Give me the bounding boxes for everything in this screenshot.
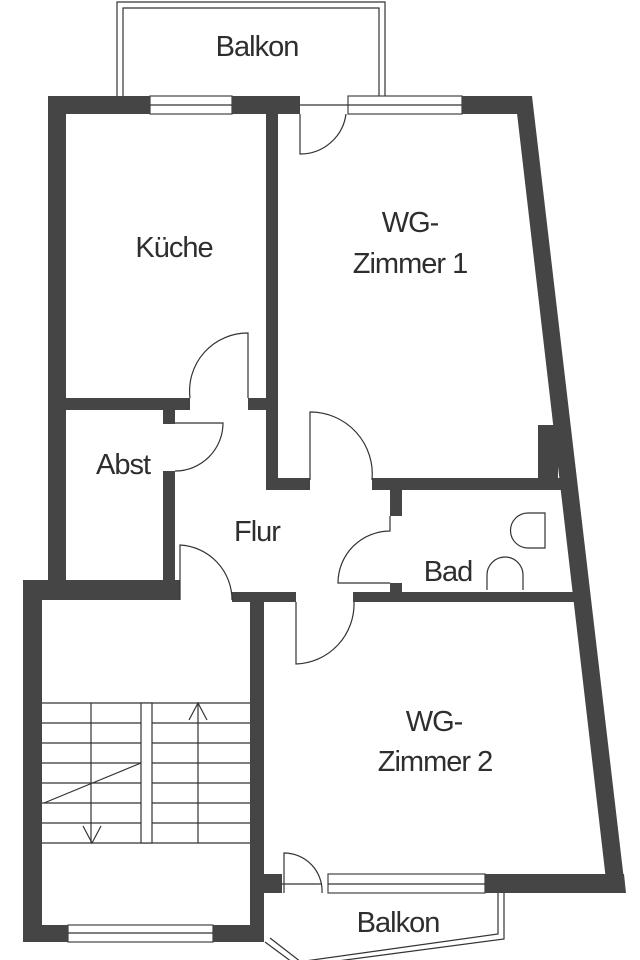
door-bad — [337, 516, 391, 584]
door-zimmer1-balkon — [299, 113, 347, 155]
label-zimmer2-line1: WG- — [406, 706, 463, 738]
label-bad: Bad — [424, 556, 473, 588]
door-kueche — [188, 332, 249, 399]
balcony-top — [116, 1, 386, 96]
staircase — [42, 701, 250, 845]
bathroom-fixtures — [486, 512, 546, 590]
label-abst: Abst — [96, 449, 151, 481]
arrow-down-icon — [82, 825, 102, 845]
arrow-up-icon — [188, 701, 208, 721]
door-zimmer1 — [309, 411, 373, 481]
label-kueche: Küche — [135, 232, 212, 264]
door-zimmer2 — [295, 601, 355, 665]
toilet-icon — [486, 556, 524, 590]
label-balkon-bottom: Balkon — [357, 907, 440, 939]
sink-icon — [509, 512, 546, 549]
label-zimmer1-line1: WG- — [382, 207, 439, 239]
windows — [67, 95, 486, 943]
door-zimmer2-balkon — [283, 852, 323, 894]
balcony-bottom — [264, 893, 505, 960]
label-flur: Flur — [234, 516, 281, 548]
label-zimmer1-line2: Zimmer 1 — [353, 248, 467, 280]
room-labels: Balkon Küche WG- Zimmer 1 Abst Flur Bad … — [96, 31, 493, 939]
label-balkon-top: Balkon — [216, 31, 299, 63]
doors — [174, 113, 391, 894]
walls — [23, 96, 626, 942]
door-abst — [174, 422, 224, 472]
door-stair — [179, 544, 233, 601]
label-zimmer2-line2: Zimmer 2 — [378, 746, 492, 778]
